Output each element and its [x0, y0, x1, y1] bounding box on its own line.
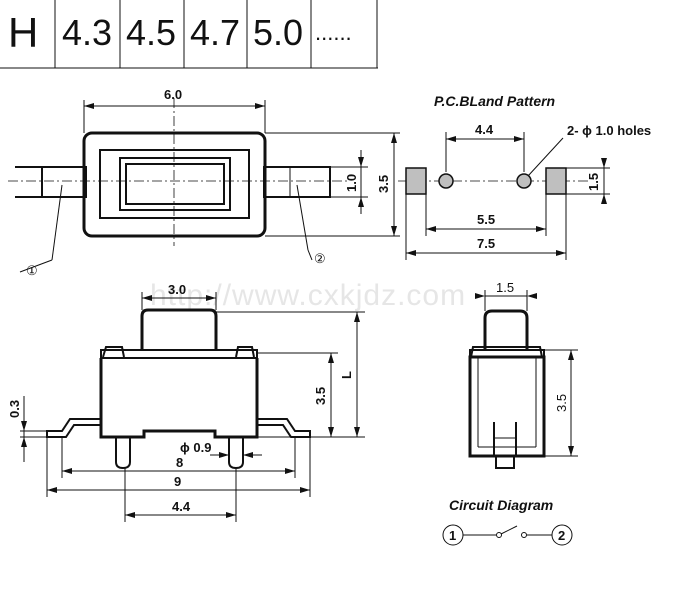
- circuit-node-2: [551, 524, 573, 546]
- dim-pin-spacing-label: 4.4: [172, 499, 191, 514]
- marker-2: ②: [314, 251, 326, 266]
- hole-right: [516, 173, 532, 189]
- header-height-1: 4.3: [62, 12, 112, 53]
- pcb-title: P.C.BLand Pattern: [434, 93, 555, 109]
- header-table: H 4.3 4.5 4.7 5.0 ......: [0, 0, 378, 69]
- side-view: 3.0 L 3.5 0.3 ϕ 0.9 8: [7, 282, 365, 522]
- dim-height-label: 3.5: [376, 175, 391, 193]
- holes-label: 2- ϕ 1.0 holes: [567, 123, 651, 138]
- top-view: 6.0 3.5 1.0 ① ②: [8, 87, 400, 278]
- dim-holes-spacing-label: 4.4: [475, 122, 494, 137]
- circuit-node-2-label: 2: [558, 528, 565, 543]
- dim-pin-dia-label: ϕ 0.9: [180, 440, 211, 455]
- dim-pin-span-label: 8: [176, 455, 183, 470]
- dim-thickness-label: 0.3: [7, 400, 22, 418]
- end-dim-height-label: 3.5: [554, 394, 569, 412]
- dim-pad-height-label: 1.5: [586, 173, 601, 191]
- dim-overall-label: 9: [174, 474, 181, 489]
- circuit-node-1-label: 1: [449, 528, 456, 543]
- circuit-title: Circuit Diagram: [449, 497, 553, 513]
- header-more: ......: [315, 20, 352, 45]
- hole-left: [438, 173, 454, 189]
- dim-outer-label: 7.5: [477, 236, 495, 251]
- header-height-4: 5.0: [253, 12, 303, 53]
- circuit-diagram: Circuit Diagram 1 2: [442, 497, 573, 546]
- dim-body-height-label: 3.5: [313, 387, 328, 405]
- dim-terminal-label: 1.0: [344, 174, 359, 192]
- dim-total-label: L: [339, 371, 354, 379]
- header-letter: H: [8, 9, 38, 56]
- pad-left: [405, 167, 427, 195]
- header-height-2: 4.5: [126, 12, 176, 53]
- pad-right: [545, 167, 567, 195]
- dim-actuator-label: 3.0: [168, 282, 186, 297]
- marker-1: ①: [26, 263, 38, 278]
- watermark: http://www.cxkjdz.com: [150, 279, 466, 312]
- end-view: 1.5 3.5: [468, 280, 578, 469]
- end-dim-actuator-label: 1.5: [496, 280, 514, 295]
- dim-length-label: 6.0: [164, 87, 182, 102]
- dim-inner-label: 5.5: [477, 212, 495, 227]
- pcb-land-pattern: P.C.BLand Pattern 4.4 2- ϕ 1.0 holes 1.5…: [398, 93, 651, 260]
- header-height-3: 4.7: [190, 12, 240, 53]
